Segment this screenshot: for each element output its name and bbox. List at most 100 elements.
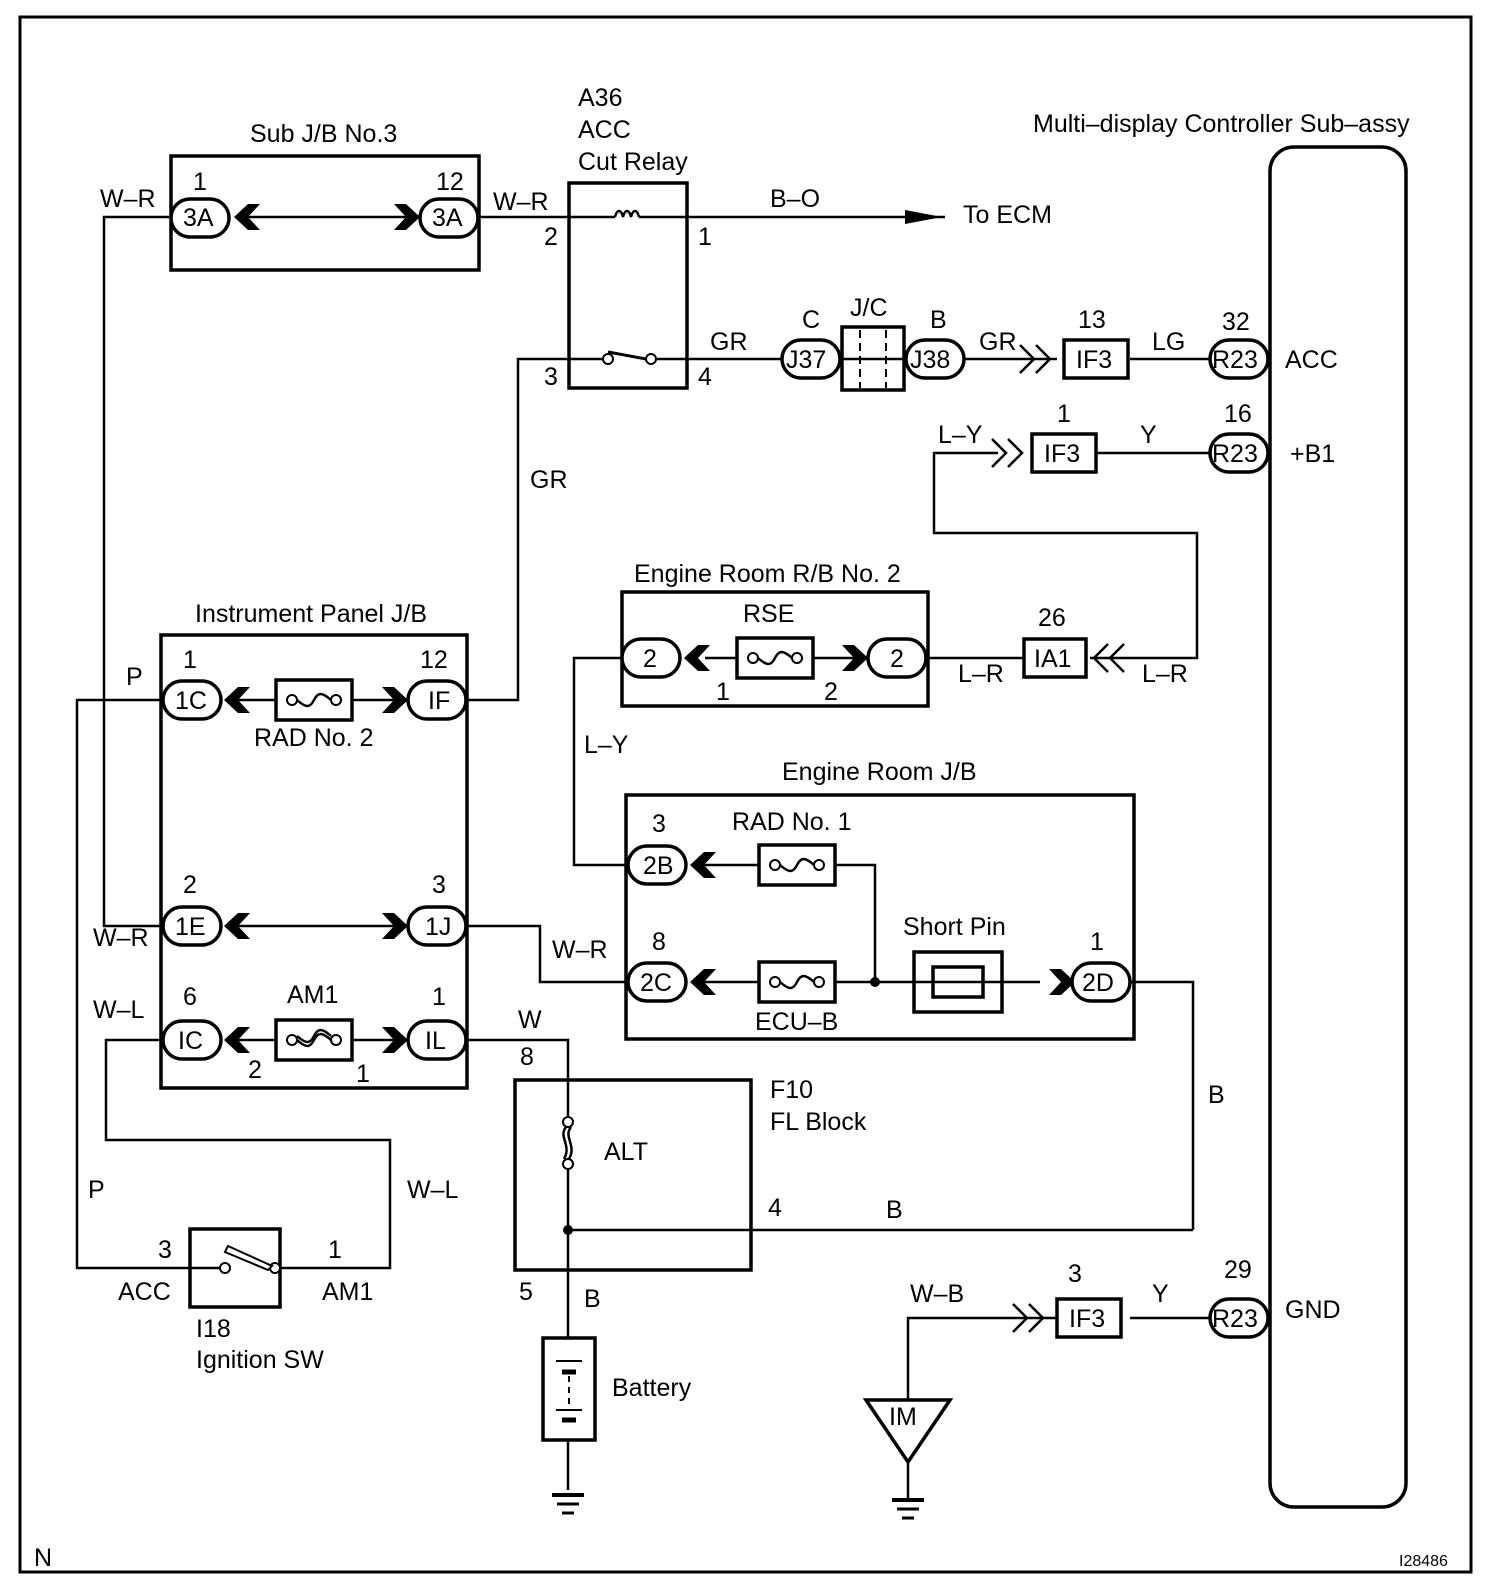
diagram-label: ACC: [578, 116, 631, 144]
diagram-label: 2: [248, 1056, 262, 1084]
diagram-label: B: [1208, 1081, 1225, 1109]
diagram-label: 1: [698, 223, 712, 251]
diagram-label: P: [126, 663, 143, 691]
engine-room-rb2: Engine Room R/B No. 2 2 RSE 2 1 2 L–R 26…: [584, 560, 1188, 759]
diagram-label: 6: [183, 983, 197, 1011]
battery-ground-icon: [550, 1493, 586, 1515]
diagram-label: Engine Room J/B: [782, 758, 977, 786]
diagram-label: RAD No. 2: [254, 724, 373, 752]
diagram-label: Y: [1140, 421, 1157, 449]
diagram-label: Multi–display Controller Sub–assy: [1033, 110, 1410, 138]
diagram-label: 2: [544, 223, 558, 251]
ground-point-im: IM: [889, 1403, 917, 1431]
body-ground-icon: [890, 1498, 926, 1520]
diagram-label: Short Pin: [903, 913, 1006, 941]
diagram-label: 26: [1038, 604, 1066, 632]
diagram-label: GR: [710, 328, 748, 356]
corner-mark: N: [34, 1544, 52, 1572]
diagram-label: Battery: [612, 1374, 692, 1402]
diagram-label: ACC: [118, 1278, 171, 1306]
diagram-label: B: [930, 306, 947, 334]
diagram-label: B: [584, 1285, 601, 1313]
diagram-label: 12: [420, 646, 448, 674]
diagram-label: IF3: [1044, 440, 1080, 468]
diagram-label: ALT: [604, 1138, 648, 1166]
wires: [75, 209, 1218, 1500]
ignition-switch: P W–L 3 1 ACC AM1 I18 Ignition SW: [88, 1176, 459, 1374]
diagram-label: Engine Room R/B No. 2: [634, 560, 901, 588]
connector-3a-left: 3A: [183, 204, 214, 232]
battery: Battery: [541, 1336, 692, 1515]
diagram-label: AM1: [287, 981, 338, 1009]
diagram-label: Cut Relay: [578, 148, 688, 176]
diagram-label: IL: [425, 1027, 446, 1055]
diagram-label: L–Y: [584, 731, 629, 759]
diagram-label: 1: [716, 678, 730, 706]
diagram-label: W–R: [552, 936, 608, 964]
diagram-label: J38: [910, 346, 950, 374]
connector-3a-right: 3A: [432, 204, 463, 232]
terminal-gnd: GND: [1285, 1296, 1341, 1324]
diagram-label: 3: [158, 1236, 172, 1264]
diagram-label: W–L: [93, 996, 145, 1024]
diagram-label: B: [886, 1196, 903, 1224]
diagram-label: 1C: [175, 687, 207, 715]
diagram-label: R23: [1212, 440, 1258, 468]
fl-block: 8 ALT F10 FL Block 4 B 5 B: [513, 1043, 903, 1313]
diagram-label: 2C: [640, 969, 672, 997]
diagram-label: LG: [1152, 328, 1185, 356]
diagram-label: FL Block: [770, 1108, 867, 1136]
diagram-label: IC: [178, 1027, 203, 1055]
diagram-label: 5: [519, 1278, 533, 1306]
diagram-label: W–B: [910, 1280, 964, 1308]
diagram-label: C: [802, 306, 820, 334]
diagram-label: L–Y: [938, 421, 983, 449]
diagram-label: 2: [643, 645, 657, 673]
multi-display-controller: Multi–display Controller Sub–assy: [1033, 110, 1410, 1509]
diagram-label: 2B: [643, 852, 674, 880]
diagram-label: 12: [436, 168, 464, 196]
diagram-label: 1E: [175, 913, 206, 941]
diagram-label: 2: [183, 871, 197, 899]
diagram-label: 2D: [1082, 969, 1114, 997]
diagram-label: Ignition SW: [196, 1346, 324, 1374]
diagram-label: 3: [1068, 1260, 1082, 1288]
diagram-label: 1: [432, 983, 446, 1011]
diagram-label: R23: [1212, 1305, 1258, 1333]
diagram-label: 1: [1057, 400, 1071, 428]
instrument-panel-jb: Instrument Panel J/B 1 1C RAD No. 2 12 I…: [93, 600, 608, 1090]
terminal-acc: ACC: [1285, 346, 1338, 374]
diagram-label: ECU–B: [755, 1008, 838, 1036]
diagram-label: J/C: [850, 294, 888, 322]
diagram-label: GR: [979, 328, 1017, 356]
b1-circuit: L–Y 1 IF3 Y 16 R23 +B1: [938, 400, 1335, 474]
diagram-label: W: [518, 1006, 542, 1034]
diagram-label: F10: [770, 1076, 813, 1104]
diagram-label: 3: [544, 363, 558, 391]
diagram-label: RAD No. 1: [732, 808, 851, 836]
diagram-label: AM1: [322, 1278, 373, 1306]
diagram-label: IF3: [1069, 1305, 1105, 1333]
diagram-label: GR: [530, 466, 568, 494]
diagram-label: 2: [890, 645, 904, 673]
diagram-label: RSE: [743, 600, 794, 628]
diagram-label: W–R: [493, 188, 549, 216]
diagram-label: IA1: [1034, 645, 1072, 673]
junction-connector: C J37 J/C B J38 GR: [780, 294, 1017, 392]
diagram-label: 2: [824, 678, 838, 706]
diagram-label: IF: [428, 687, 450, 715]
diagram-label: 1J: [425, 913, 451, 941]
diagram-label: 1: [1090, 928, 1104, 956]
acc-circuit: 13 IF3 LG 32 R23 ACC: [1019, 306, 1338, 380]
diagram-label: 32: [1222, 308, 1250, 336]
to-ecm: B–O To ECM: [770, 185, 1052, 229]
diagram-label: 8: [652, 928, 666, 956]
to-ecm-label: To ECM: [963, 201, 1052, 229]
figure-id: I28486: [1399, 1553, 1448, 1570]
diagram-label: 1: [193, 168, 207, 196]
diagram-label: 3: [652, 810, 666, 838]
diagram-label: 1: [356, 1060, 370, 1088]
diagram-label: R23: [1212, 346, 1258, 374]
terminal-b1: +B1: [1290, 440, 1335, 468]
gnd-circuit: W–B 3 IF3 Y 29 R23 GND IM: [862, 1256, 1341, 1520]
